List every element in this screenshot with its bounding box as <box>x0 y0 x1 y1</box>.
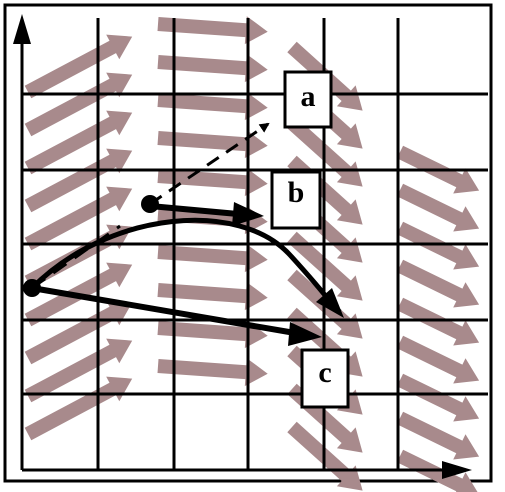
field-arrow-34 <box>396 221 480 270</box>
vector-b <box>149 203 239 217</box>
field-arrow-18 <box>157 282 268 311</box>
y-axis-arrowhead <box>13 14 31 44</box>
field-arrow-33 <box>396 183 480 232</box>
field-arrow-19 <box>157 320 268 349</box>
field-arrow-17 <box>157 244 268 273</box>
vector-field <box>24 16 480 492</box>
x-axis-arrowhead <box>442 461 472 479</box>
label-box-a: a <box>283 70 333 129</box>
straight-vector-c-arrowhead <box>288 322 322 346</box>
field-arrow-20 <box>157 358 268 387</box>
curved-trajectory-arrowhead <box>316 288 344 318</box>
label-a: a <box>301 80 316 113</box>
straight-vector-c <box>31 285 296 336</box>
label-c: c <box>318 356 331 389</box>
dashed-direction-line <box>149 122 270 206</box>
field-arrow-35 <box>396 259 480 308</box>
point-b-origin <box>141 195 159 213</box>
field-arrow-38 <box>396 373 480 422</box>
field-arrow-8 <box>24 300 133 365</box>
start-point <box>23 279 41 297</box>
field-arrow-5 <box>24 186 133 251</box>
label-box-b: b <box>270 170 322 230</box>
vector-b-arrowhead <box>232 202 264 226</box>
field-arrow-2 <box>24 72 133 137</box>
field-arrow-3 <box>24 110 133 175</box>
field-arrow-9 <box>24 338 133 403</box>
label-b: b <box>288 176 305 209</box>
field-arrow-13 <box>157 92 268 121</box>
field-arrow-15 <box>157 168 268 197</box>
field-arrow-1 <box>24 34 133 99</box>
field-arrow-36 <box>396 297 480 346</box>
field-arrow-4 <box>24 148 133 213</box>
axes <box>13 14 472 479</box>
field-arrow-11 <box>157 16 268 45</box>
field-arrow-12 <box>157 54 268 83</box>
label-box-c: c <box>300 348 350 409</box>
outer-frame <box>3 3 493 483</box>
field-arrow-37 <box>396 335 480 384</box>
field-arrow-14 <box>157 130 268 159</box>
field-arrow-39 <box>396 411 480 460</box>
